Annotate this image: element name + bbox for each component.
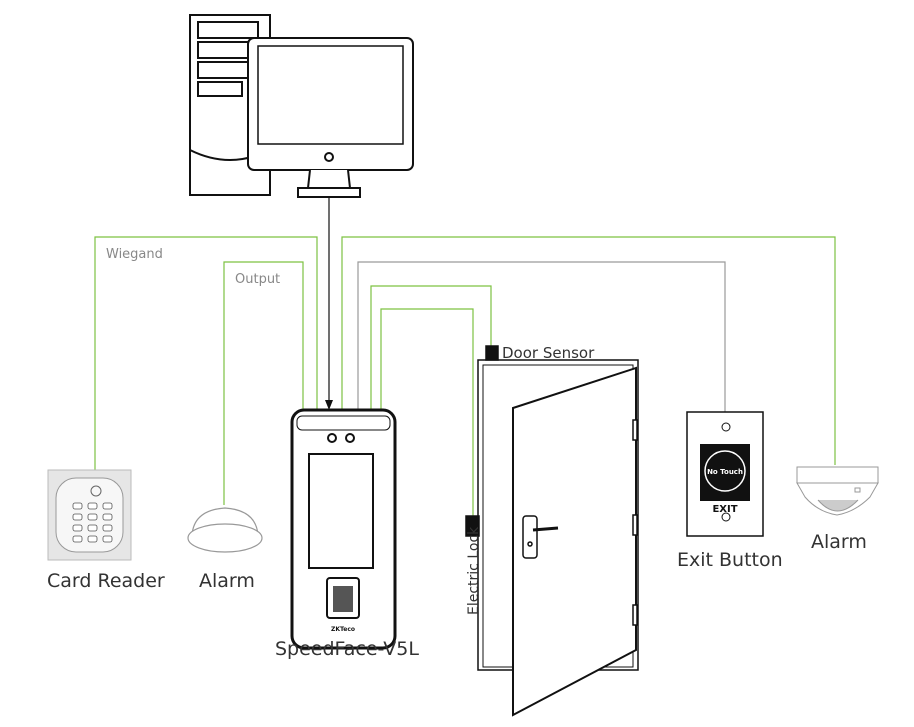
card-reader-label: Card Reader — [47, 570, 165, 592]
alarm-siren-icon — [187, 507, 263, 553]
alarm-left-label: Alarm — [199, 570, 255, 592]
device-label: SpeedFace-V5L — [275, 638, 419, 660]
door-icon — [465, 345, 639, 717]
arrow-head-icon — [325, 400, 333, 410]
exit-label: EXIT — [712, 504, 737, 515]
alarm-wire — [341, 236, 836, 465]
door-sensor-wire — [370, 285, 492, 410]
output-label: Output — [235, 272, 280, 287]
alarm-ceiling-icon — [796, 466, 879, 516]
exit-button-wire — [357, 261, 726, 412]
electric-lock-wire — [380, 308, 474, 516]
wiegand-label: Wiegand — [106, 247, 163, 262]
no-touch-label: No Touch — [707, 468, 743, 476]
speedface-device: ZKTeco — [290, 408, 397, 650]
electric-lock-label: Electric Lock — [466, 526, 482, 615]
alarm-right-label: Alarm — [811, 531, 867, 553]
door-sensor-label: Door Sensor — [502, 344, 595, 362]
card-reader-icon — [47, 469, 132, 561]
wires — [94, 198, 836, 516]
exit-button-icon: No Touch EXIT — [686, 411, 764, 537]
exit-button-label: Exit Button — [677, 549, 783, 571]
computer-icon — [189, 14, 414, 198]
wiegand-wire — [94, 236, 318, 470]
brand-logo: ZKTeco — [331, 626, 355, 633]
output-wire — [223, 261, 304, 505]
